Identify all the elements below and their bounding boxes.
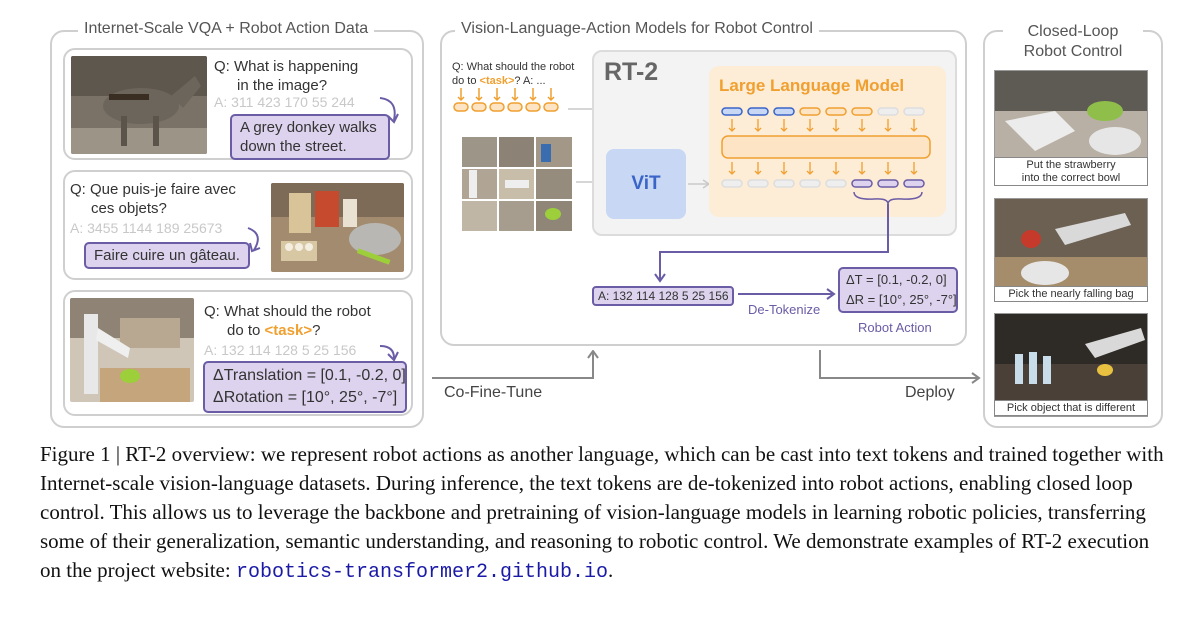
vqa2-answer: Faire cuire un gâteau. bbox=[94, 247, 240, 264]
vqa3-answer-line1: ΔTranslation = [0.1, -0.2, 0] bbox=[213, 367, 406, 384]
vqa2-curve-arrow-icon bbox=[247, 227, 261, 253]
caption-end: . bbox=[608, 558, 614, 582]
robot-action-box: ΔT = [0.1, -0.2, 0] ΔR = [10°, 25°, -7°] bbox=[838, 267, 958, 313]
robot-frame-bag bbox=[994, 198, 1148, 302]
project-website-link[interactable]: robotics-transformer2.github.io bbox=[235, 561, 609, 584]
caption-text: Figure 1 | RT-2 overview: we represent r… bbox=[40, 442, 1164, 582]
vqa3-question-line1: Q: What should the robot bbox=[204, 303, 371, 320]
vqa2-answer-tokens: A: 3455 1144 189 25673 bbox=[70, 220, 223, 236]
action-rotation: ΔR = [10°, 25°, -7°] bbox=[846, 292, 957, 307]
llm-internals bbox=[721, 107, 931, 204]
vqa3-answer-box: ΔTranslation = [0.1, -0.2, 0] ΔRotation … bbox=[203, 361, 407, 413]
frame1-caption: Put the strawberry into the correct bowl bbox=[994, 157, 1148, 186]
frame1-caption-line1: Put the strawberry bbox=[1026, 159, 1116, 171]
detokenize-label: De-Tokenize bbox=[748, 302, 821, 317]
vqa1-question-line2: in the image? bbox=[237, 77, 328, 94]
output-tokens-box: A: 132 114 128 5 25 156 bbox=[592, 286, 734, 306]
vqa3-question-prefix: do to bbox=[227, 322, 265, 339]
robot-image-grid bbox=[461, 136, 573, 232]
vqa3-task-token: <task> bbox=[264, 322, 313, 339]
deploy-arrow-icon bbox=[819, 350, 981, 384]
rt2-label: RT-2 bbox=[604, 58, 659, 86]
vqa1-curve-arrow-icon bbox=[379, 97, 399, 124]
llm-label: Large Language Model bbox=[719, 76, 905, 95]
closed-loop-title-line2: Robot Control bbox=[1023, 43, 1123, 60]
vqa1-answer-line2: down the street. bbox=[240, 138, 347, 155]
closed-loop-title-line1: Closed-Loop bbox=[1027, 23, 1119, 40]
prompt-suffix: ? A: ... bbox=[514, 75, 546, 87]
closed-loop-title: Closed-Loop Robot Control bbox=[1003, 22, 1143, 62]
vqa3-question-suffix: ? bbox=[312, 322, 321, 339]
detokenize-arrow-icon bbox=[738, 288, 836, 300]
vqa3-answer-tokens: A: 132 114 128 5 25 156 bbox=[204, 342, 357, 358]
frame3-caption: Pick object that is different bbox=[994, 400, 1148, 416]
figure-caption: Figure 1 | RT-2 overview: we represent r… bbox=[40, 440, 1170, 587]
deploy-label: Deploy bbox=[905, 384, 955, 401]
vqa1-answer-tokens: A: 311 423 170 55 244 bbox=[214, 94, 355, 110]
vqa-panel-title: Internet-Scale VQA + Robot Action Data bbox=[78, 20, 375, 38]
robot-action-label: Robot Action bbox=[858, 320, 932, 335]
prompt-token-row bbox=[453, 88, 559, 112]
vla-panel-title: Vision-Language-Action Models for Robot … bbox=[455, 20, 819, 38]
vqa1-answer-line1: A grey donkey walks bbox=[240, 119, 377, 136]
vit-box bbox=[606, 149, 686, 219]
vqa2-question-line1: Q: Que puis-je faire avec bbox=[70, 181, 236, 198]
frame2-caption: Pick the nearly falling bag bbox=[994, 286, 1148, 302]
donkey-photo bbox=[71, 56, 207, 154]
vqa1-answer-box: A grey donkey walks down the street. bbox=[230, 114, 390, 160]
prompt-line1: Q: What should the robot bbox=[452, 61, 575, 73]
llm-output-connector-icon bbox=[654, 204, 889, 283]
frame1-caption-line2: into the correct bowl bbox=[1021, 172, 1121, 184]
vqa3-curve-arrow-icon bbox=[379, 345, 399, 362]
prompt-task-token: <task> bbox=[479, 75, 515, 87]
vqa1-question-line1: Q: What is happening bbox=[214, 58, 359, 75]
cofinetune-label: Co-Fine-Tune bbox=[444, 384, 543, 401]
vqa3-answer-line2: ΔRotation = [10°, 25°, -7°] bbox=[213, 389, 398, 406]
cofinetune-arrow-icon bbox=[432, 350, 599, 379]
prompt-line2: do to <task>? A: ... bbox=[452, 74, 574, 88]
vqa3-question-line2: do to <task>? bbox=[227, 321, 320, 340]
prompt-prefix: do to bbox=[452, 75, 480, 87]
vqa2-question-line2: ces objets? bbox=[91, 200, 167, 217]
prompt-text: Q: What should the robot do to <task>? A… bbox=[452, 60, 574, 88]
robot-scene-photo bbox=[70, 298, 194, 402]
kitchen-objects-photo bbox=[271, 183, 404, 272]
action-translation: ΔT = [0.1, -0.2, 0] bbox=[846, 272, 947, 287]
vit-label: ViT bbox=[631, 173, 661, 194]
vqa2-answer-box: Faire cuire un gâteau. bbox=[84, 242, 250, 269]
